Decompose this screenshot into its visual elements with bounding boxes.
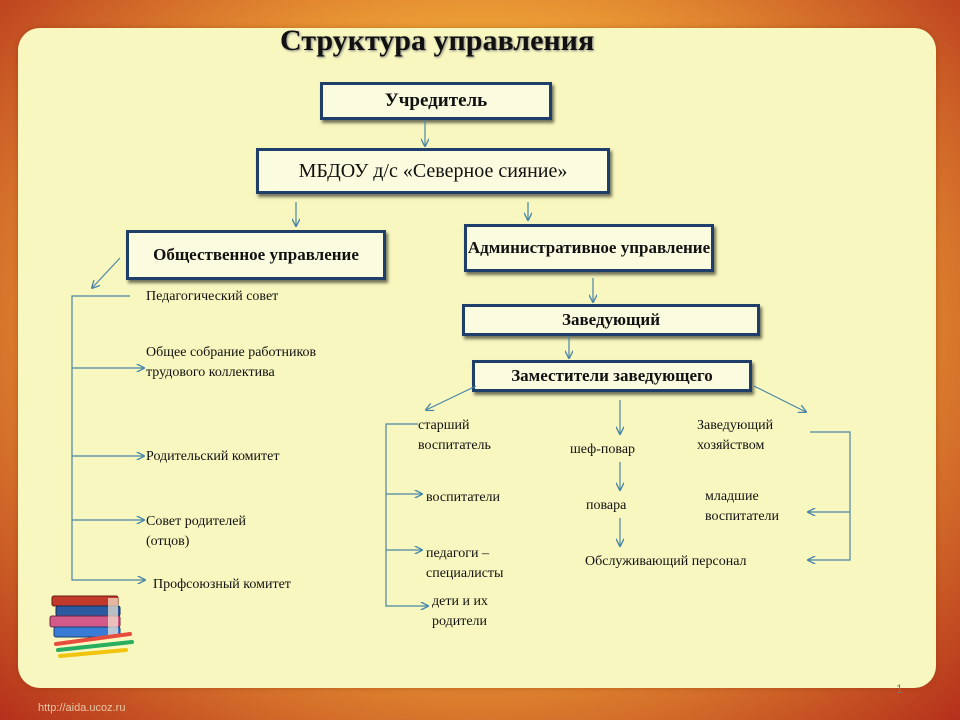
senior-educator: старший воспитатель (418, 418, 491, 453)
service-staff: Обслуживающий персонал (585, 554, 747, 569)
deputies-label: Заместители заведующего (511, 366, 713, 386)
public-management-label: Общественное управление (153, 245, 359, 265)
slide-card (18, 28, 936, 688)
admin-management-label: Административное управление (467, 238, 711, 258)
head-label: Заведующий (561, 310, 660, 330)
institution-label: МБДОУ д/с «Северное сияние» (298, 159, 568, 182)
junior-educators: младшие воспитатели (705, 489, 780, 524)
founder-label: Учредитель (384, 90, 488, 112)
head-cook: шеф-повар (570, 442, 636, 457)
trade-union-committee: Профсоюзный комитет (153, 577, 291, 592)
institution-box: МБДОУ д/с «Северное сияние» (256, 148, 610, 194)
cooks: повара (586, 498, 627, 513)
general-meeting: Общее собрание работников трудового колл… (146, 345, 317, 380)
founder-box: Учредитель (320, 82, 552, 120)
head-box: Заведующий (462, 304, 760, 336)
deputies-box: Заместители заведующего (472, 360, 752, 392)
books-icon (49, 595, 134, 658)
educators: воспитатели (426, 490, 501, 505)
public-management-box: Общественное управление (126, 230, 386, 280)
admin-management-box: Административное управление (464, 224, 714, 272)
parent-committee: Родительский комитет (146, 449, 280, 464)
children-parents: дети и их родители (432, 594, 488, 629)
watermark: http://aida.ucoz.ru (38, 702, 126, 714)
slide-number: 1 (896, 682, 903, 696)
housekeeping-manager: Заведующий хозяйством (697, 418, 774, 453)
page-title: Структура управления (280, 24, 595, 57)
specialists: педагоги – специалисты (426, 546, 504, 581)
fathers-council: Совет родителей (отцов) (146, 514, 246, 549)
pedagogical-council: Педагогический совет (146, 289, 279, 304)
